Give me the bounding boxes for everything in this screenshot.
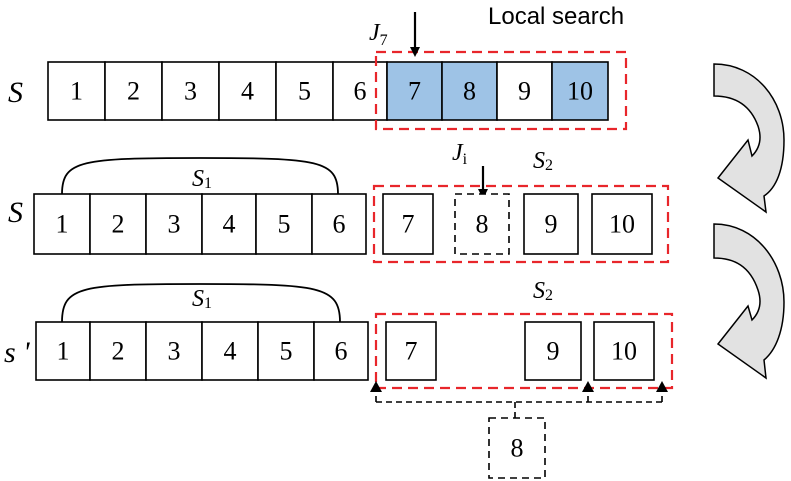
ji-label-sub: i bbox=[463, 151, 468, 168]
diagram-title: Local search bbox=[488, 3, 624, 30]
row2-cell-2 bbox=[89, 193, 147, 255]
row2-label: S bbox=[8, 196, 23, 229]
ji-label-main: J bbox=[452, 140, 464, 166]
row1-label: S bbox=[8, 76, 23, 109]
row3-s1-label: S1 bbox=[192, 286, 212, 312]
removed-job-value: 8 bbox=[511, 434, 524, 463]
row2-cell-4-value: 4 bbox=[223, 210, 236, 239]
row1-cell-3-value: 3 bbox=[184, 77, 197, 106]
row2-s2-cell-10-value: 10 bbox=[609, 210, 635, 239]
row1-cell-3 bbox=[161, 61, 220, 121]
row2-s2-cell-7-value: 7 bbox=[402, 210, 415, 239]
row3-s2-cells: 7 9 10 bbox=[385, 321, 655, 381]
j7-label: J7 bbox=[369, 20, 388, 49]
row2-s2-cells: 7 8 9 10 bbox=[382, 193, 653, 255]
row1-cell-7-value: 7 bbox=[408, 77, 421, 106]
row3-s1-sub: 1 bbox=[204, 295, 212, 312]
row1-cell-8-value: 8 bbox=[463, 77, 476, 106]
row1-cells: 1 2 3 4 5 6 7 8 9 10 bbox=[47, 61, 609, 121]
row2-s2-cell-10 bbox=[591, 193, 653, 255]
row2-s2-cell-7 bbox=[382, 193, 434, 255]
row3-cell-4-value: 4 bbox=[224, 337, 237, 366]
row2-s1-label: S1 bbox=[192, 166, 212, 192]
row2-s1-sub: 1 bbox=[204, 175, 212, 192]
row1-cell-8 bbox=[441, 61, 498, 121]
row3-s1-brace bbox=[61, 283, 341, 323]
row1-cell-9 bbox=[496, 61, 553, 121]
row3-s1-main: S bbox=[192, 286, 204, 312]
row3-cell-3-value: 3 bbox=[168, 337, 181, 366]
insertion-connector bbox=[375, 388, 663, 418]
row2-s2-cell-9 bbox=[523, 193, 579, 255]
row1-search-region bbox=[374, 50, 628, 131]
row2-s2-cell-8-value: 8 bbox=[476, 210, 489, 239]
row2-s2-label: S2 bbox=[533, 148, 553, 174]
row3-cell-5 bbox=[257, 321, 315, 381]
row3-cell-3 bbox=[145, 321, 203, 381]
row3-s2-region bbox=[374, 312, 674, 390]
row2-s2-region bbox=[372, 184, 670, 264]
curved-arrow-bottom bbox=[713, 223, 785, 380]
row3-cell-5-value: 5 bbox=[280, 337, 293, 366]
row1-cell-6 bbox=[332, 61, 388, 121]
row1-cell-1 bbox=[47, 61, 106, 121]
insertion-arrowhead-mid bbox=[582, 381, 594, 392]
row2-s2-cell-9-value: 9 bbox=[545, 210, 558, 239]
row1-cell-1-value: 1 bbox=[70, 77, 83, 106]
j7-label-sub: 7 bbox=[380, 32, 388, 49]
row3-s2-cell-9-value: 9 bbox=[547, 337, 560, 366]
row3-label: s ' bbox=[4, 336, 30, 369]
row2-s2-sub: 2 bbox=[545, 157, 553, 174]
row1-cell-2-value: 2 bbox=[127, 77, 140, 106]
row1-cell-5 bbox=[275, 61, 334, 121]
row2-s1-main: S bbox=[192, 166, 204, 192]
row2-s2-cell-8-dashed bbox=[454, 193, 510, 255]
row3-s2-cell-7 bbox=[385, 321, 437, 381]
row1-cell-2 bbox=[104, 61, 163, 121]
row2-s2-main: S bbox=[533, 148, 545, 174]
row2-cell-4 bbox=[201, 193, 257, 255]
row2-cell-6 bbox=[311, 193, 367, 255]
insertion-arrows bbox=[370, 381, 668, 418]
row3-cell-6 bbox=[313, 321, 369, 381]
row3-s2-label: S2 bbox=[533, 278, 553, 304]
row1-cell-4-value: 4 bbox=[241, 77, 254, 106]
j7-label-main: J bbox=[369, 20, 381, 46]
row2-s1-brace bbox=[61, 157, 339, 195]
row2-cell-3-value: 3 bbox=[168, 210, 181, 239]
row3-s2-cell-7-value: 7 bbox=[405, 337, 418, 366]
row3-s2-cell-9 bbox=[524, 321, 582, 381]
row1-cell-9-value: 9 bbox=[518, 77, 531, 106]
row2-cell-5-value: 5 bbox=[278, 210, 291, 239]
row3-s2-cell-10 bbox=[593, 321, 655, 381]
curved-arrow-top bbox=[713, 63, 785, 214]
row3-s1-cells: 1 2 3 4 5 6 bbox=[35, 321, 369, 381]
row3-s2-main: S bbox=[533, 278, 545, 304]
row3-s2-sub: 2 bbox=[545, 287, 553, 304]
row3-cell-1-value: 1 bbox=[57, 337, 70, 366]
row2-cell-6-value: 6 bbox=[333, 210, 346, 239]
row3-cell-1 bbox=[35, 321, 91, 381]
row2-cell-2-value: 2 bbox=[112, 210, 125, 239]
row3-cell-6-value: 6 bbox=[335, 337, 348, 366]
removed-job-box bbox=[488, 417, 546, 479]
row1-cell-10 bbox=[551, 61, 609, 121]
row3-s2-cell-10-value: 10 bbox=[611, 337, 637, 366]
ji-label: Ji bbox=[452, 140, 468, 168]
insertion-arrowhead-left bbox=[370, 381, 382, 392]
row2-cell-1-value: 1 bbox=[56, 210, 69, 239]
row2-cell-1 bbox=[33, 193, 91, 255]
row1-cell-5-value: 5 bbox=[298, 77, 311, 106]
row3-cell-2-value: 2 bbox=[112, 337, 125, 366]
row1-cell-6-value: 6 bbox=[354, 77, 367, 106]
row2-s1-cells: 1 2 3 4 5 6 bbox=[33, 193, 367, 255]
row1-cell-10-value: 10 bbox=[567, 77, 593, 106]
insertion-arrowhead-right bbox=[656, 381, 668, 392]
row1-cell-7 bbox=[386, 61, 443, 121]
